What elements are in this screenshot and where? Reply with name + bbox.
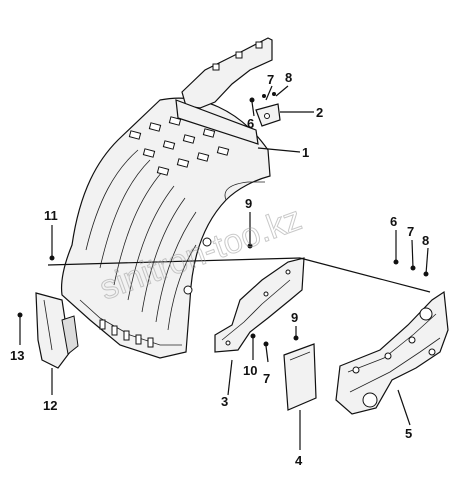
label-6b: 6 [390,214,397,229]
label-10: 10 [243,363,257,378]
label-7a: 7 [267,72,274,87]
fender-liner-part-1 [60,97,271,359]
label-5: 5 [405,426,412,441]
label-4: 4 [295,453,303,468]
leader-lines [19,85,431,450]
label-9b: 9 [291,310,298,325]
label-12: 12 [43,398,57,413]
label-9a: 9 [245,196,252,211]
label-1: 1 [302,145,309,160]
label-8a: 8 [285,70,292,85]
label-7c: 7 [263,371,270,386]
label-7b: 7 [407,224,414,239]
label-6a: 6 [247,116,254,131]
plate-part-4 [283,343,317,411]
label-13: 13 [10,348,24,363]
label-3: 3 [221,394,228,409]
bracket-part-2 [255,103,281,127]
upper-bracket [175,37,273,145]
label-8b: 8 [422,233,429,248]
label-2: 2 [316,105,323,120]
flap-part-12 [35,292,79,369]
label-11: 11 [44,208,58,223]
rear-liner-part-5 [335,290,449,415]
shield-part-3 [214,257,305,353]
